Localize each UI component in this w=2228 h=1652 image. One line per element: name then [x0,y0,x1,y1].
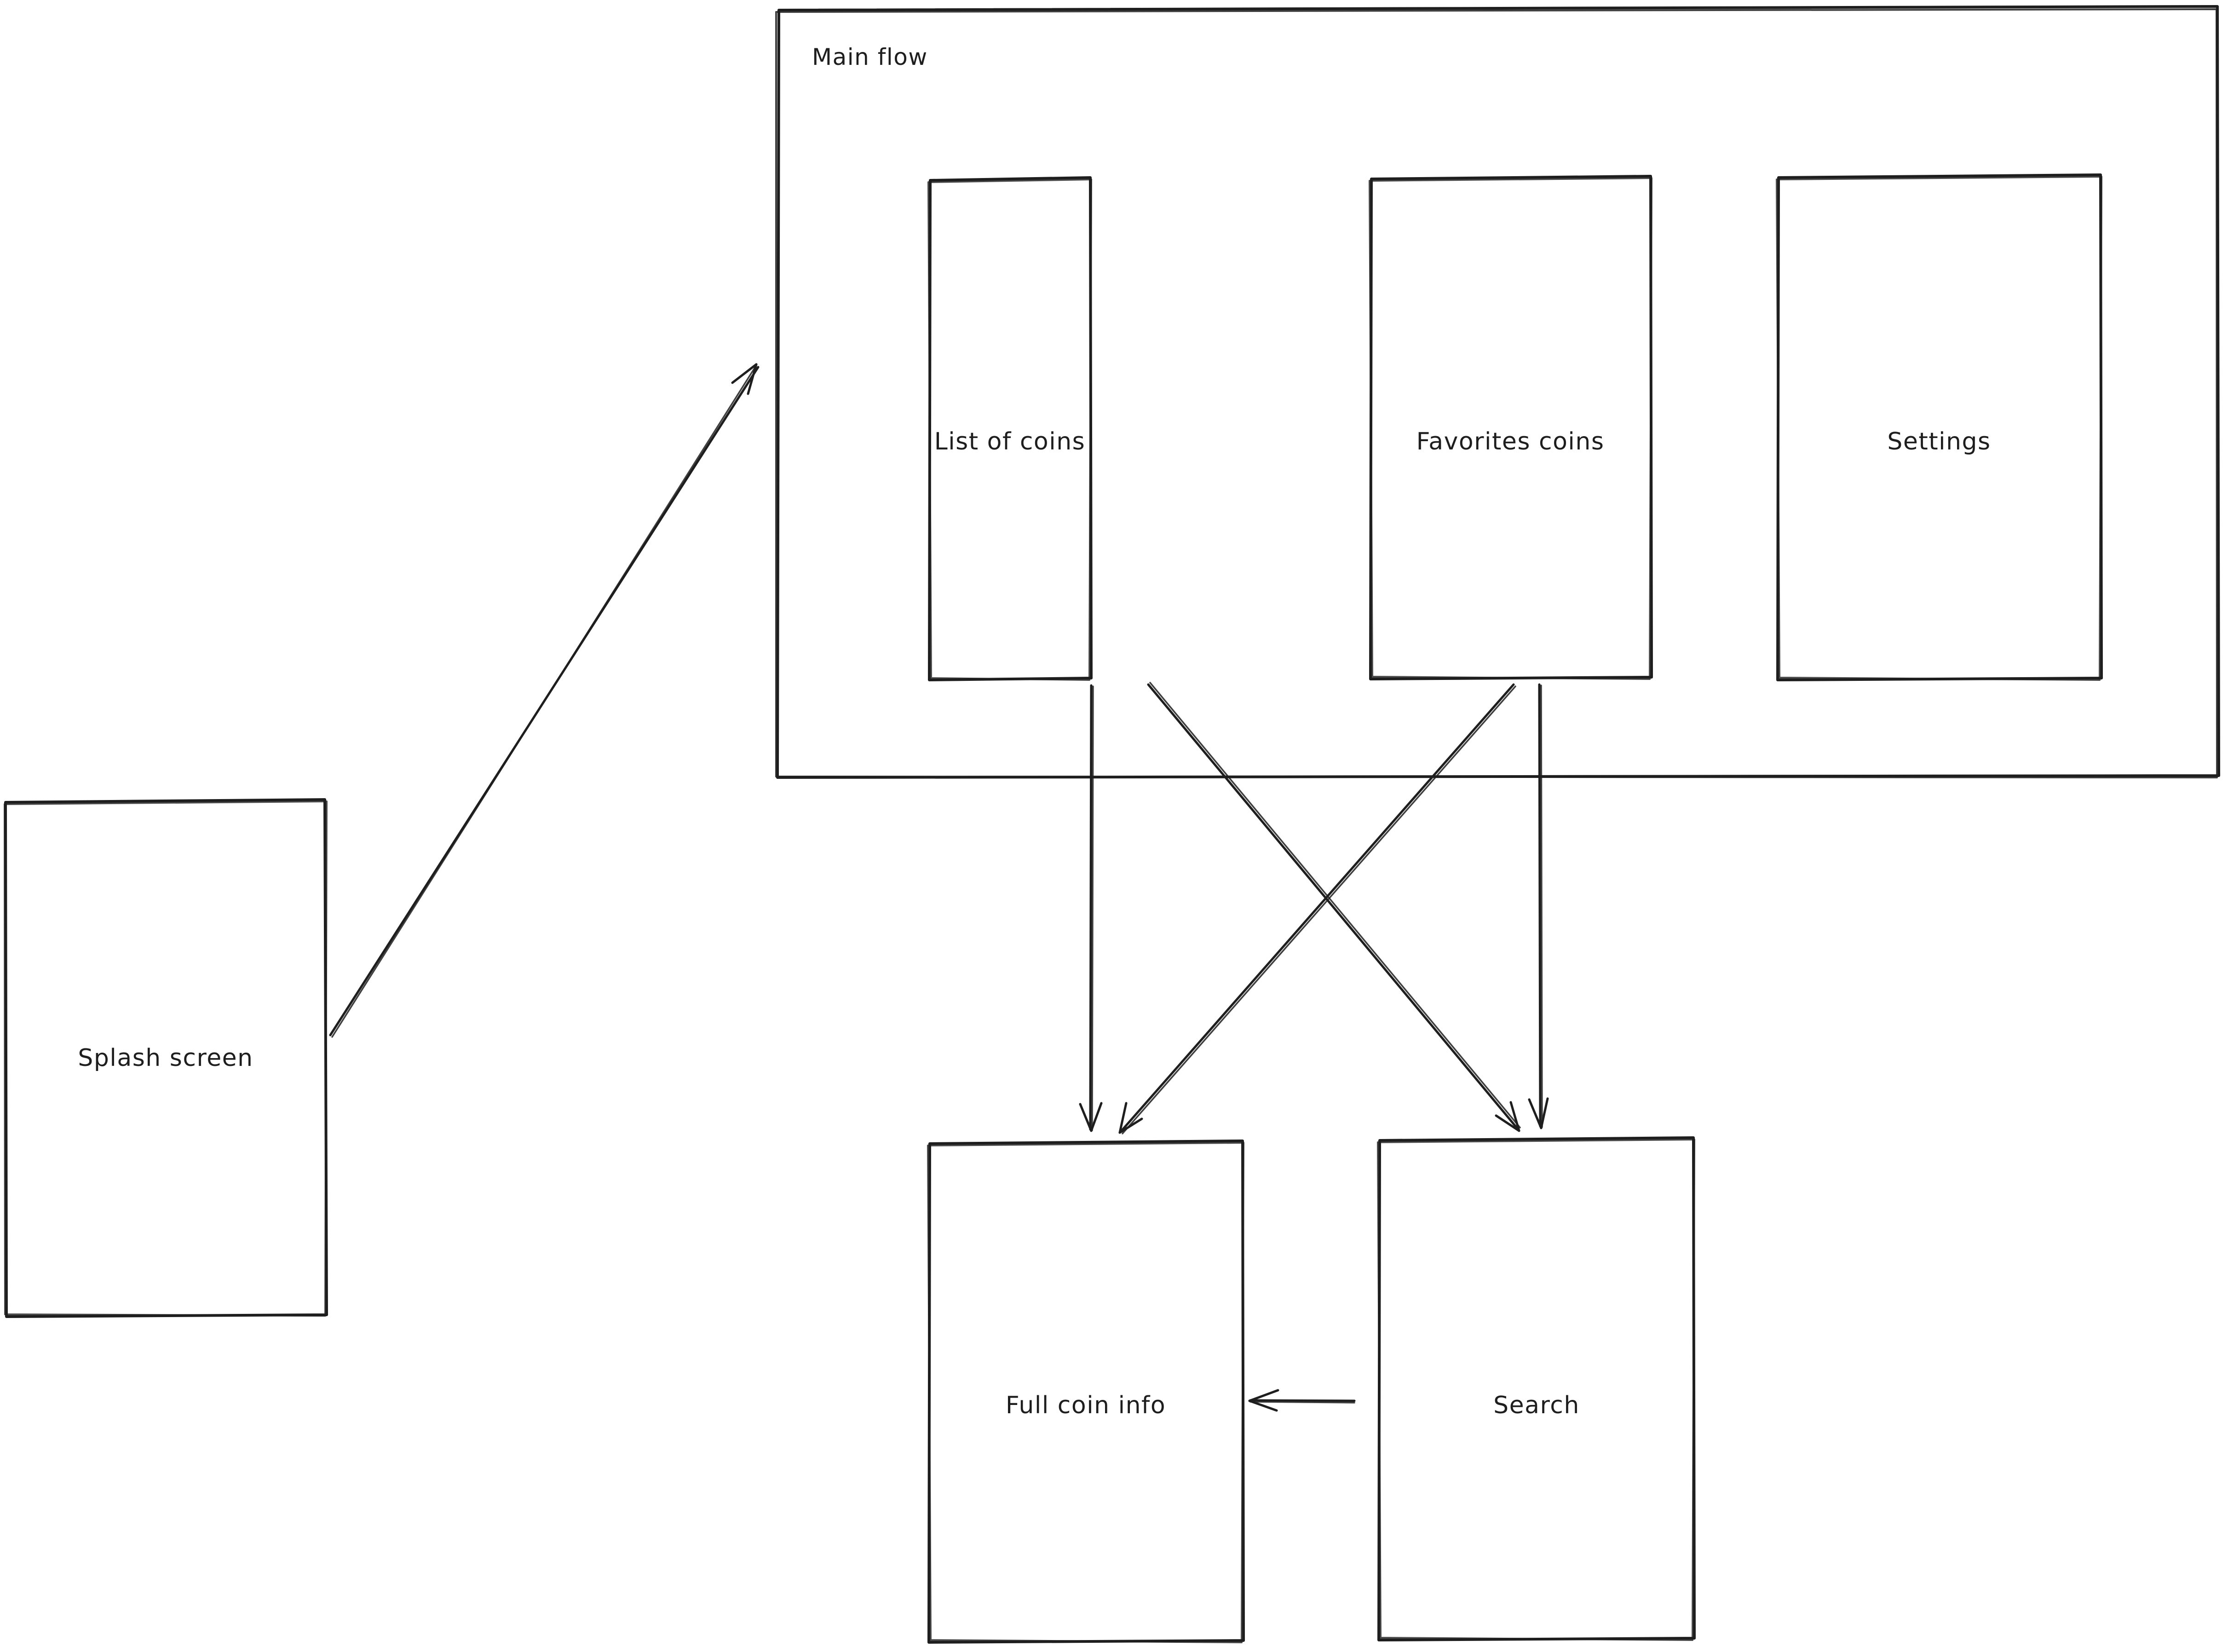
arrow-favorites-to-full-coin-info [1118,683,1516,1134]
node-search[interactable] [1378,1139,1694,1640]
settings-outline [1776,173,2103,681]
node-settings[interactable] [1777,176,2101,680]
arrow-favorites-to-search [1528,683,1549,1129]
node-favorites-coins[interactable] [1370,177,1652,679]
search-outline [1377,1136,1696,1641]
favorites-coins-outline [1369,175,1653,680]
node-list-of-coins[interactable] [928,178,1091,680]
splash-screen-outline [4,798,328,1318]
node-splash-screen[interactable] [5,800,327,1316]
arrow-list-to-full-coin-info [1079,684,1103,1132]
main-flow-frame-outline [775,5,2220,779]
full-coin-info-outline [927,1140,1245,1644]
node-full-coin-info[interactable] [928,1142,1244,1642]
arrow-list-to-search [1147,682,1521,1132]
arrow-splash-to-main-flow [329,363,760,1038]
arrow-search-to-full-coin-info [1248,1389,1356,1412]
list-of-coins-outline [927,176,1093,681]
main-flow-frame-label: Main flow [812,44,928,70]
